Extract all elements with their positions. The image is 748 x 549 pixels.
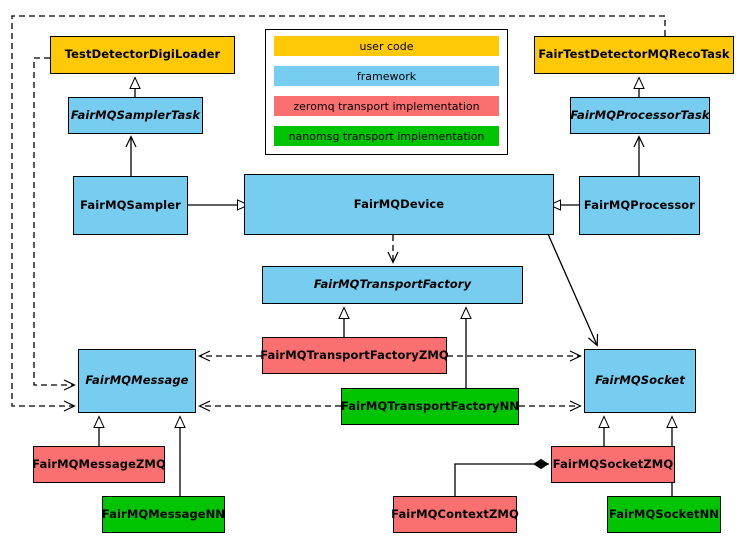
legend-item-zeromq: zeromq transport implementation xyxy=(274,96,499,116)
legend-label-zeromq: zeromq transport implementation xyxy=(293,99,480,113)
legend-item-framework: framework xyxy=(274,66,499,86)
class-node-fairmqsocketzmq[interactable]: FairMQSocketZMQ xyxy=(551,446,675,483)
class-node-fairmqprocessor[interactable]: FairMQProcessor xyxy=(579,176,700,235)
class-node-fairmqsampler[interactable]: FairMQSampler xyxy=(73,176,188,235)
class-node-fairmqdevice[interactable]: FairMQDevice xyxy=(244,174,554,235)
edge-contextzmq-to-socketzmq xyxy=(454,458,549,496)
edge-device-to-socket xyxy=(547,233,599,347)
class-node-fairmqsocketnn[interactable]: FairMQSocketNN xyxy=(607,496,721,533)
class-node-fairmqtransportfactory[interactable]: FairMQTransportFactory xyxy=(262,266,523,304)
class-label: FairMQTransportFactoryNN xyxy=(340,398,520,413)
class-node-fairmqsamplertask[interactable]: FairMQSamplerTask xyxy=(68,97,203,134)
class-label: FairMQDevice xyxy=(353,196,445,211)
class-label: FairTestDetectorMQRecoTask xyxy=(538,47,730,62)
class-label: TestDetectorDigiLoader xyxy=(64,47,221,62)
class-node-fairmqtransportfactoryzmq[interactable]: FairMQTransportFactoryZMQ xyxy=(260,337,449,374)
legend-item-user-code: user code xyxy=(274,36,499,56)
class-node-fairtestdetectormqrecotask[interactable]: FairTestDetectorMQRecoTask xyxy=(534,36,734,74)
legend-item-nanomsg: nanomsg transport implementation xyxy=(274,126,499,146)
class-label: FairMQSocket xyxy=(595,373,685,388)
legend-label-user-code: user code xyxy=(359,39,414,53)
class-node-fairmqsocket[interactable]: FairMQSocket xyxy=(584,349,696,413)
class-label: FairMQProcessorTask xyxy=(570,107,710,122)
class-label: FairMQMessage xyxy=(85,373,189,388)
class-label: FairMQSamplerTask xyxy=(70,107,201,122)
class-label: FairMQTransportFactory xyxy=(313,277,472,292)
class-label: FairMQProcessor xyxy=(583,197,696,212)
class-node-fairmqtransportfactorynn[interactable]: FairMQTransportFactoryNN xyxy=(341,388,519,425)
legend-label-framework: framework xyxy=(356,69,417,83)
legend-label-nanomsg: nanomsg transport implementation xyxy=(288,129,485,143)
class-node-testdetectordigiloader[interactable]: TestDetectorDigiLoader xyxy=(50,36,235,74)
edge-recotask-to-message-outer xyxy=(11,15,666,412)
class-label: FairMQMessageNN xyxy=(101,506,226,521)
class-label: FairMQSocketZMQ xyxy=(552,456,674,471)
class-node-fairmqmessage[interactable]: FairMQMessage xyxy=(78,349,196,413)
class-label: FairMQTransportFactoryZMQ xyxy=(260,347,449,362)
class-label: FairMQSocketNN xyxy=(608,506,720,521)
class-node-fairmqmessagezmq[interactable]: FairMQMessageZMQ xyxy=(32,446,166,483)
class-node-fairmqcontextzmq[interactable]: FairMQContextZMQ xyxy=(391,496,519,533)
class-node-fairmqprocessortask[interactable]: FairMQProcessorTask xyxy=(570,97,710,134)
class-label: FairMQMessageZMQ xyxy=(32,456,166,471)
class-node-fairmqmessagenn[interactable]: FairMQMessageNN xyxy=(102,496,225,533)
edge-digiloader-to-message-outer xyxy=(33,57,76,391)
class-label: FairMQSampler xyxy=(80,197,181,212)
class-label: FairMQContextZMQ xyxy=(391,506,519,521)
